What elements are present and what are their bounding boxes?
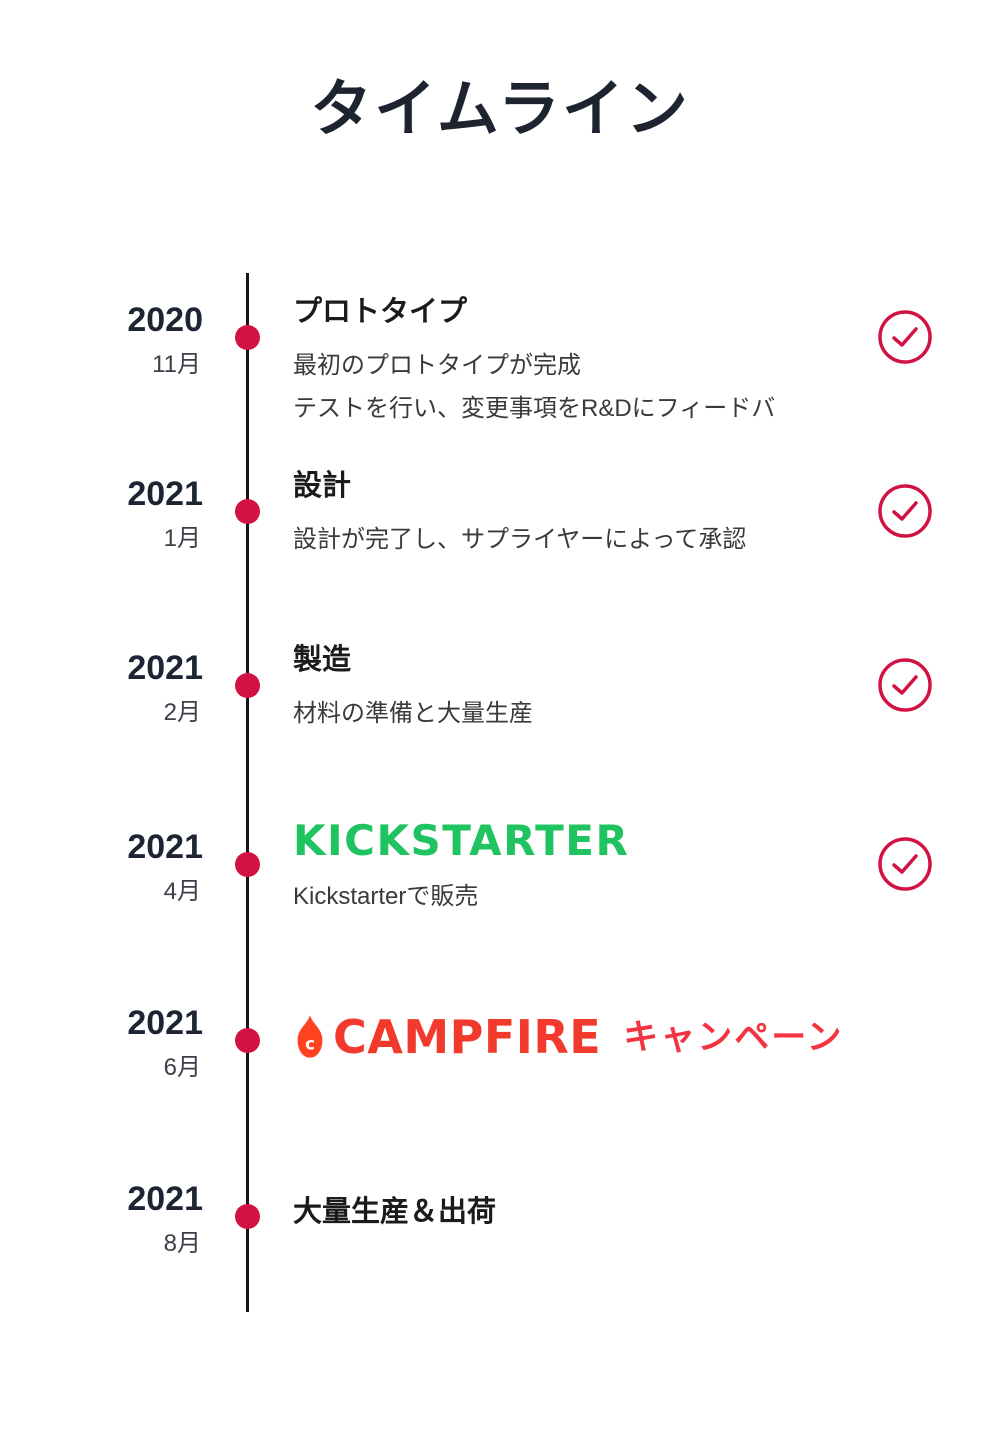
item-year: 2021 bbox=[127, 649, 203, 687]
item-month: 8月 bbox=[163, 1229, 201, 1257]
item-content: 大量生産＆出荷 bbox=[293, 1176, 853, 1229]
item-date: 2021 6月 bbox=[40, 1005, 203, 1082]
check-circle-icon bbox=[877, 309, 933, 365]
item-description: テストを行い、変更事項をR&Dにフィードバ bbox=[293, 394, 776, 422]
item-content: KICKSTARTER Kickstarterで販売 bbox=[293, 820, 853, 919]
item-month: 1月 bbox=[163, 524, 201, 552]
item-description: 設計が完了し、サプライヤーによって承認 bbox=[293, 525, 747, 553]
item-date: 2020 11月 bbox=[40, 302, 203, 379]
item-title: 製造 bbox=[293, 644, 352, 676]
timeline-dot bbox=[235, 673, 260, 698]
item-date: 2021 4月 bbox=[40, 829, 203, 906]
check-circle-icon bbox=[877, 483, 933, 539]
timeline-item: 2021 2月 製造 材料の準備と大量生産 bbox=[0, 644, 1000, 815]
timeline-item: 2021 6月 c CAMPFIRE キャンペーン bbox=[0, 1000, 1000, 1170]
item-year: 2021 bbox=[127, 475, 203, 513]
timeline-item: 2021 8月 大量生産＆出荷 bbox=[0, 1176, 1000, 1346]
item-date: 2021 1月 bbox=[40, 476, 203, 553]
timeline-item: 2020 11月 プロトタイプ 最初のプロトタイプが完成 テストを行い、変更事項… bbox=[0, 296, 1000, 467]
item-content: 設計 設計が完了し、サプライヤーによって承認 bbox=[293, 470, 853, 562]
item-year: 2021 bbox=[127, 1180, 203, 1218]
item-title: プロトタイプ bbox=[293, 296, 468, 328]
timeline-item: 2021 4月 KICKSTARTER Kickstarterで販売 bbox=[0, 820, 1000, 994]
timeline-dot bbox=[235, 325, 260, 350]
item-month: 4月 bbox=[163, 877, 201, 905]
kickstarter-logo: KICKSTARTER bbox=[293, 816, 630, 865]
campfire-wordmark: CAMPFIRE bbox=[333, 1010, 602, 1064]
item-month: 6月 bbox=[163, 1053, 201, 1081]
campfire-flame-icon: c bbox=[293, 1015, 327, 1059]
item-year: 2021 bbox=[127, 828, 203, 866]
check-circle-icon bbox=[877, 657, 933, 713]
item-title: 大量生産＆出荷 bbox=[293, 1196, 497, 1228]
item-content: c CAMPFIRE キャンペーン bbox=[293, 1000, 853, 1060]
timeline-dot bbox=[235, 1028, 260, 1053]
timeline-dot bbox=[235, 1204, 260, 1229]
item-date: 2021 8月 bbox=[40, 1181, 203, 1258]
timeline-dot bbox=[235, 499, 260, 524]
timeline-item: 2021 1月 設計 設計が完了し、サプライヤーによって承認 bbox=[0, 470, 1000, 641]
check-circle-icon bbox=[877, 836, 933, 892]
item-content: プロトタイプ 最初のプロトタイプが完成 テストを行い、変更事項をR&Dにフィード… bbox=[293, 296, 853, 430]
timeline-dot bbox=[235, 852, 260, 877]
page-title: タイムライン bbox=[310, 75, 690, 144]
item-description: 最初のプロトタイプが完成 bbox=[293, 351, 581, 379]
item-month: 11月 bbox=[152, 350, 201, 378]
item-description: 材料の準備と大量生産 bbox=[293, 699, 533, 727]
item-description: Kickstarterで販売 bbox=[293, 883, 479, 910]
campaign-label: キャンペーン bbox=[623, 1017, 844, 1057]
timeline-axis bbox=[246, 273, 249, 1312]
item-date: 2021 2月 bbox=[40, 650, 203, 727]
item-content: 製造 材料の準備と大量生産 bbox=[293, 644, 853, 736]
item-month: 2月 bbox=[163, 698, 201, 726]
svg-text:c: c bbox=[305, 1034, 315, 1053]
item-year: 2021 bbox=[127, 1004, 203, 1042]
item-title: 設計 bbox=[293, 470, 352, 502]
item-year: 2020 bbox=[127, 301, 203, 339]
campfire-logo-row: c CAMPFIRE キャンペーン bbox=[293, 1014, 853, 1060]
